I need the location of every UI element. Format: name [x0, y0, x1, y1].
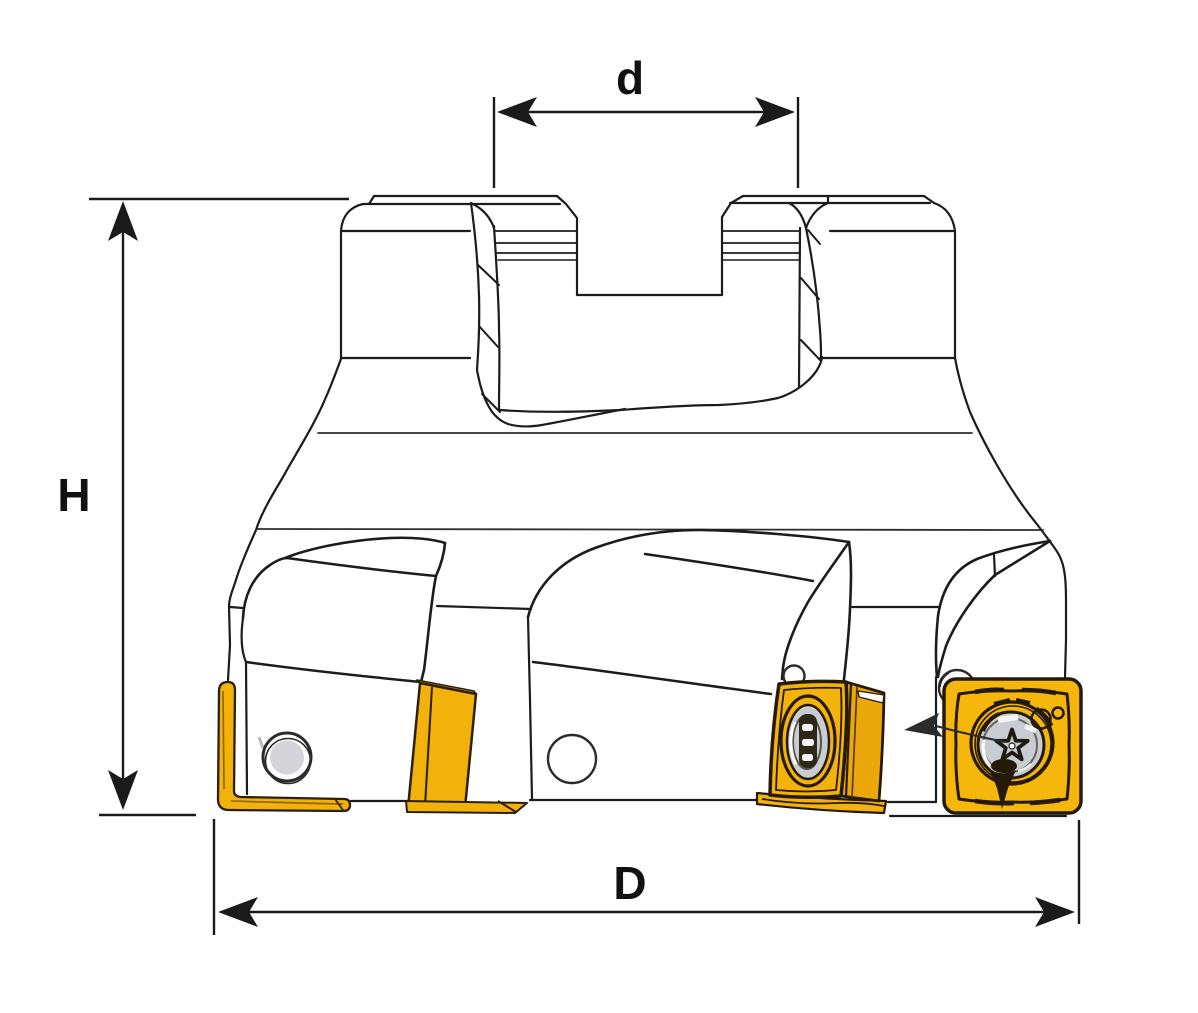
svg-text:d: d: [616, 52, 644, 104]
svg-text:D: D: [613, 857, 646, 909]
svg-text:H: H: [57, 469, 90, 521]
